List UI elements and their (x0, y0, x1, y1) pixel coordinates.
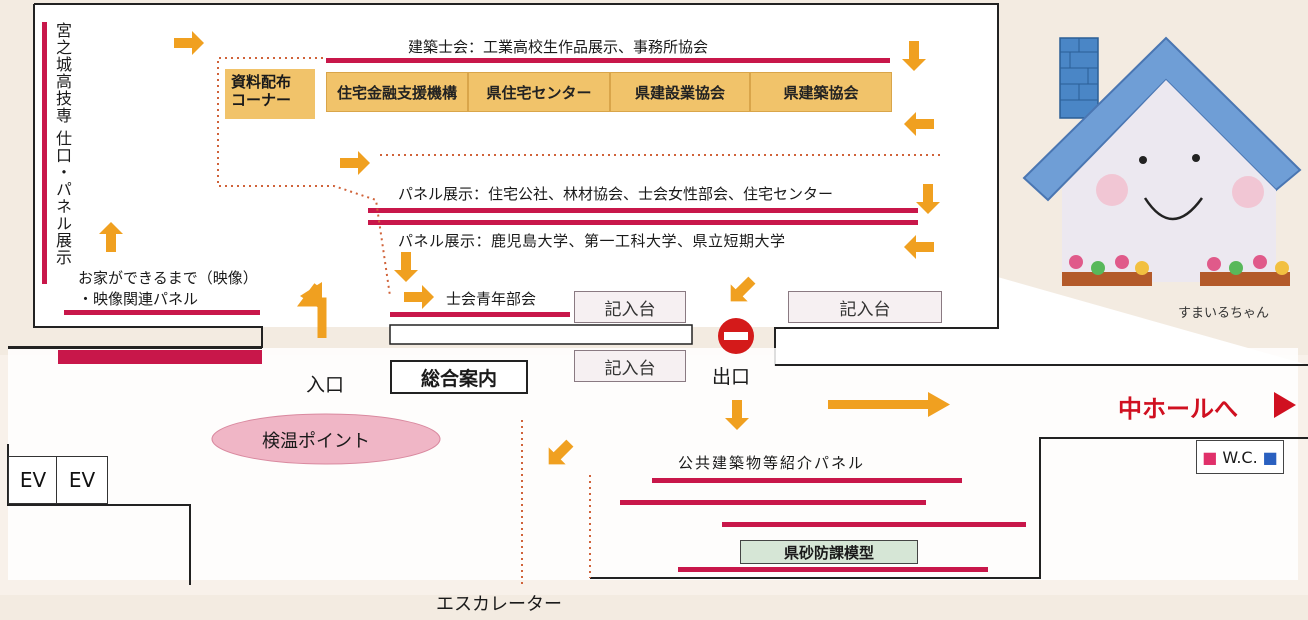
escalator-label: エスカレーター (436, 594, 562, 615)
architects-society-label: 建築士会：工業高校生作品展示、事務所協会 (408, 38, 709, 56)
route-dotted-left (217, 57, 391, 297)
bottom-right-wall (590, 437, 1308, 579)
bar-public-1 (652, 478, 962, 483)
booth-jfh: 住宅金融支援機構 (326, 72, 468, 112)
desk-3: 記入台 (574, 350, 686, 382)
desk-2: 記入台 (788, 291, 942, 323)
female-icon: ■ (1202, 447, 1218, 467)
bar-panel1-b (368, 220, 918, 225)
wc-label: W.C. (1222, 447, 1258, 467)
entrance-arrowhead-icon (300, 282, 322, 310)
booth-architecture-assoc: 県建築協会 (750, 72, 892, 112)
shiryo-corner-label: 資料配布 コーナー (225, 69, 315, 119)
entrance-label: 入口 (306, 374, 345, 396)
desk-1: 記入台 (574, 291, 686, 323)
male-icon: ■ (1262, 447, 1278, 467)
wc-sign: ■ W.C. ■ (1196, 440, 1284, 474)
bar-public-3 (722, 522, 1026, 527)
exit-label: 出口 (712, 366, 751, 388)
panel-1-label: パネル展示：住宅公社、林材協会、士会女性部会、住宅センター (398, 185, 834, 203)
elevator-2: EV (56, 456, 108, 504)
bar-public-2 (620, 500, 926, 505)
booth-construction-assoc: 県建設業協会 (610, 72, 750, 112)
public-buildings-label: 公共建築物等紹介パネル (678, 454, 866, 472)
house-video-label: お家ができるまで（映像） ・映像関連パネル (78, 269, 258, 308)
no-entry-bar-icon (724, 332, 748, 340)
booth-housing-center: 県住宅センター (468, 72, 610, 112)
mascot-house-icon (1022, 36, 1302, 286)
bar-top (326, 58, 890, 63)
elevator-1: EV (8, 456, 58, 504)
hall-triangle-icon (1274, 392, 1296, 418)
temp-check-ellipse (211, 413, 441, 465)
lower-floor (8, 348, 1298, 580)
info-desk: 総合案内 (390, 360, 528, 394)
bar-vertical (42, 22, 47, 284)
to-hall-label: 中ホールへ (1118, 395, 1238, 423)
sabo-model-label: 県砂防課模型 (740, 540, 918, 564)
youth-dept-label: 士会青年部会 (446, 290, 537, 308)
temp-check-label: 検温ポイント (262, 431, 370, 452)
mascot-label: すまいるちゃん (1178, 306, 1270, 321)
bar-youth (390, 312, 570, 317)
bar-public-4 (678, 567, 988, 572)
panel-2-label: パネル展示：鹿児島大学、第一工科大学、県立短期大学 (398, 232, 786, 250)
hall-arrow-shaft-icon (828, 400, 928, 409)
vertical-exhibit-label: 宮之城高技専 仕口・パネル展示 (53, 22, 72, 267)
counter-outline (389, 324, 693, 345)
bar-panel1-a (368, 208, 918, 213)
hall-arrow-head-icon (928, 392, 950, 417)
bar-left-bottom (58, 350, 262, 364)
hall-wall-right (774, 4, 999, 365)
bar-video (64, 310, 260, 315)
